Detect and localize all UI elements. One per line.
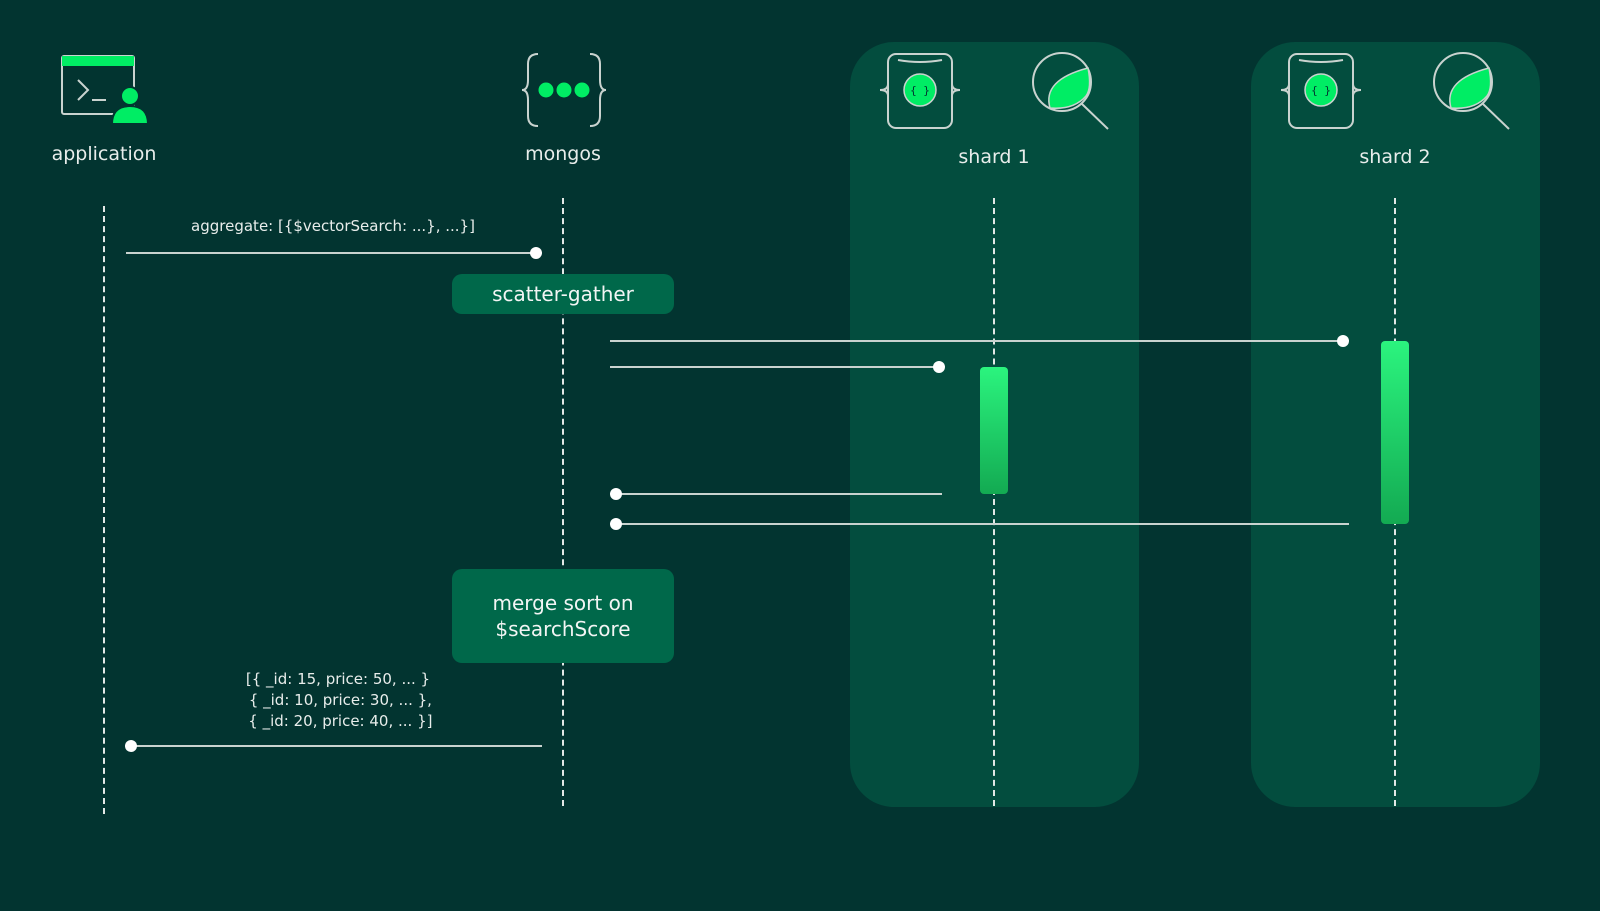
message-arrow-aggregate — [126, 252, 536, 254]
process-box-merge-sort: merge sort on $searchScore — [452, 569, 674, 663]
participant-label-mongos: mongos — [525, 143, 601, 165]
document-database-icon: { } — [1280, 53, 1362, 129]
message-arrow-to-shard2 — [610, 340, 1344, 342]
message-arrow-to-shard1 — [610, 366, 939, 368]
document-database-icon: { } — [879, 53, 961, 129]
message-arrow-results — [131, 745, 542, 747]
lifeline-application — [103, 206, 105, 814]
search-leaf-icon — [1433, 52, 1510, 130]
activation-bar-shard1 — [980, 367, 1008, 494]
message-endpoint — [1337, 335, 1349, 347]
message-endpoint — [610, 518, 622, 530]
mongos-router-icon — [521, 53, 607, 127]
message-endpoint — [610, 488, 622, 500]
message-arrow-from-shard2 — [616, 523, 1349, 525]
search-leaf-icon — [1032, 52, 1109, 130]
svg-text:{ }: { } — [910, 84, 930, 97]
message-arrow-from-shard1 — [616, 493, 942, 495]
participant-label-shard2: shard 2 — [1359, 146, 1431, 168]
message-label-results: [{ _id: 15, price: 50, ... } { _id: 10, … — [245, 670, 433, 730]
terminal-user-icon — [61, 55, 150, 125]
participant-label-application: application — [51, 143, 157, 165]
message-endpoint — [530, 247, 542, 259]
svg-text:{ }: { } — [1311, 84, 1331, 97]
process-box-scatter-gather: scatter-gather — [452, 274, 674, 314]
message-label-aggregate: aggregate: [{$vectorSearch: ...}, ...}] — [191, 217, 475, 235]
activation-bar-shard2 — [1381, 341, 1409, 524]
message-endpoint — [125, 740, 137, 752]
lifeline-mongos — [562, 198, 564, 806]
message-endpoint — [933, 361, 945, 373]
lifeline-shard1 — [993, 198, 995, 806]
participant-label-shard1: shard 1 — [958, 146, 1030, 168]
